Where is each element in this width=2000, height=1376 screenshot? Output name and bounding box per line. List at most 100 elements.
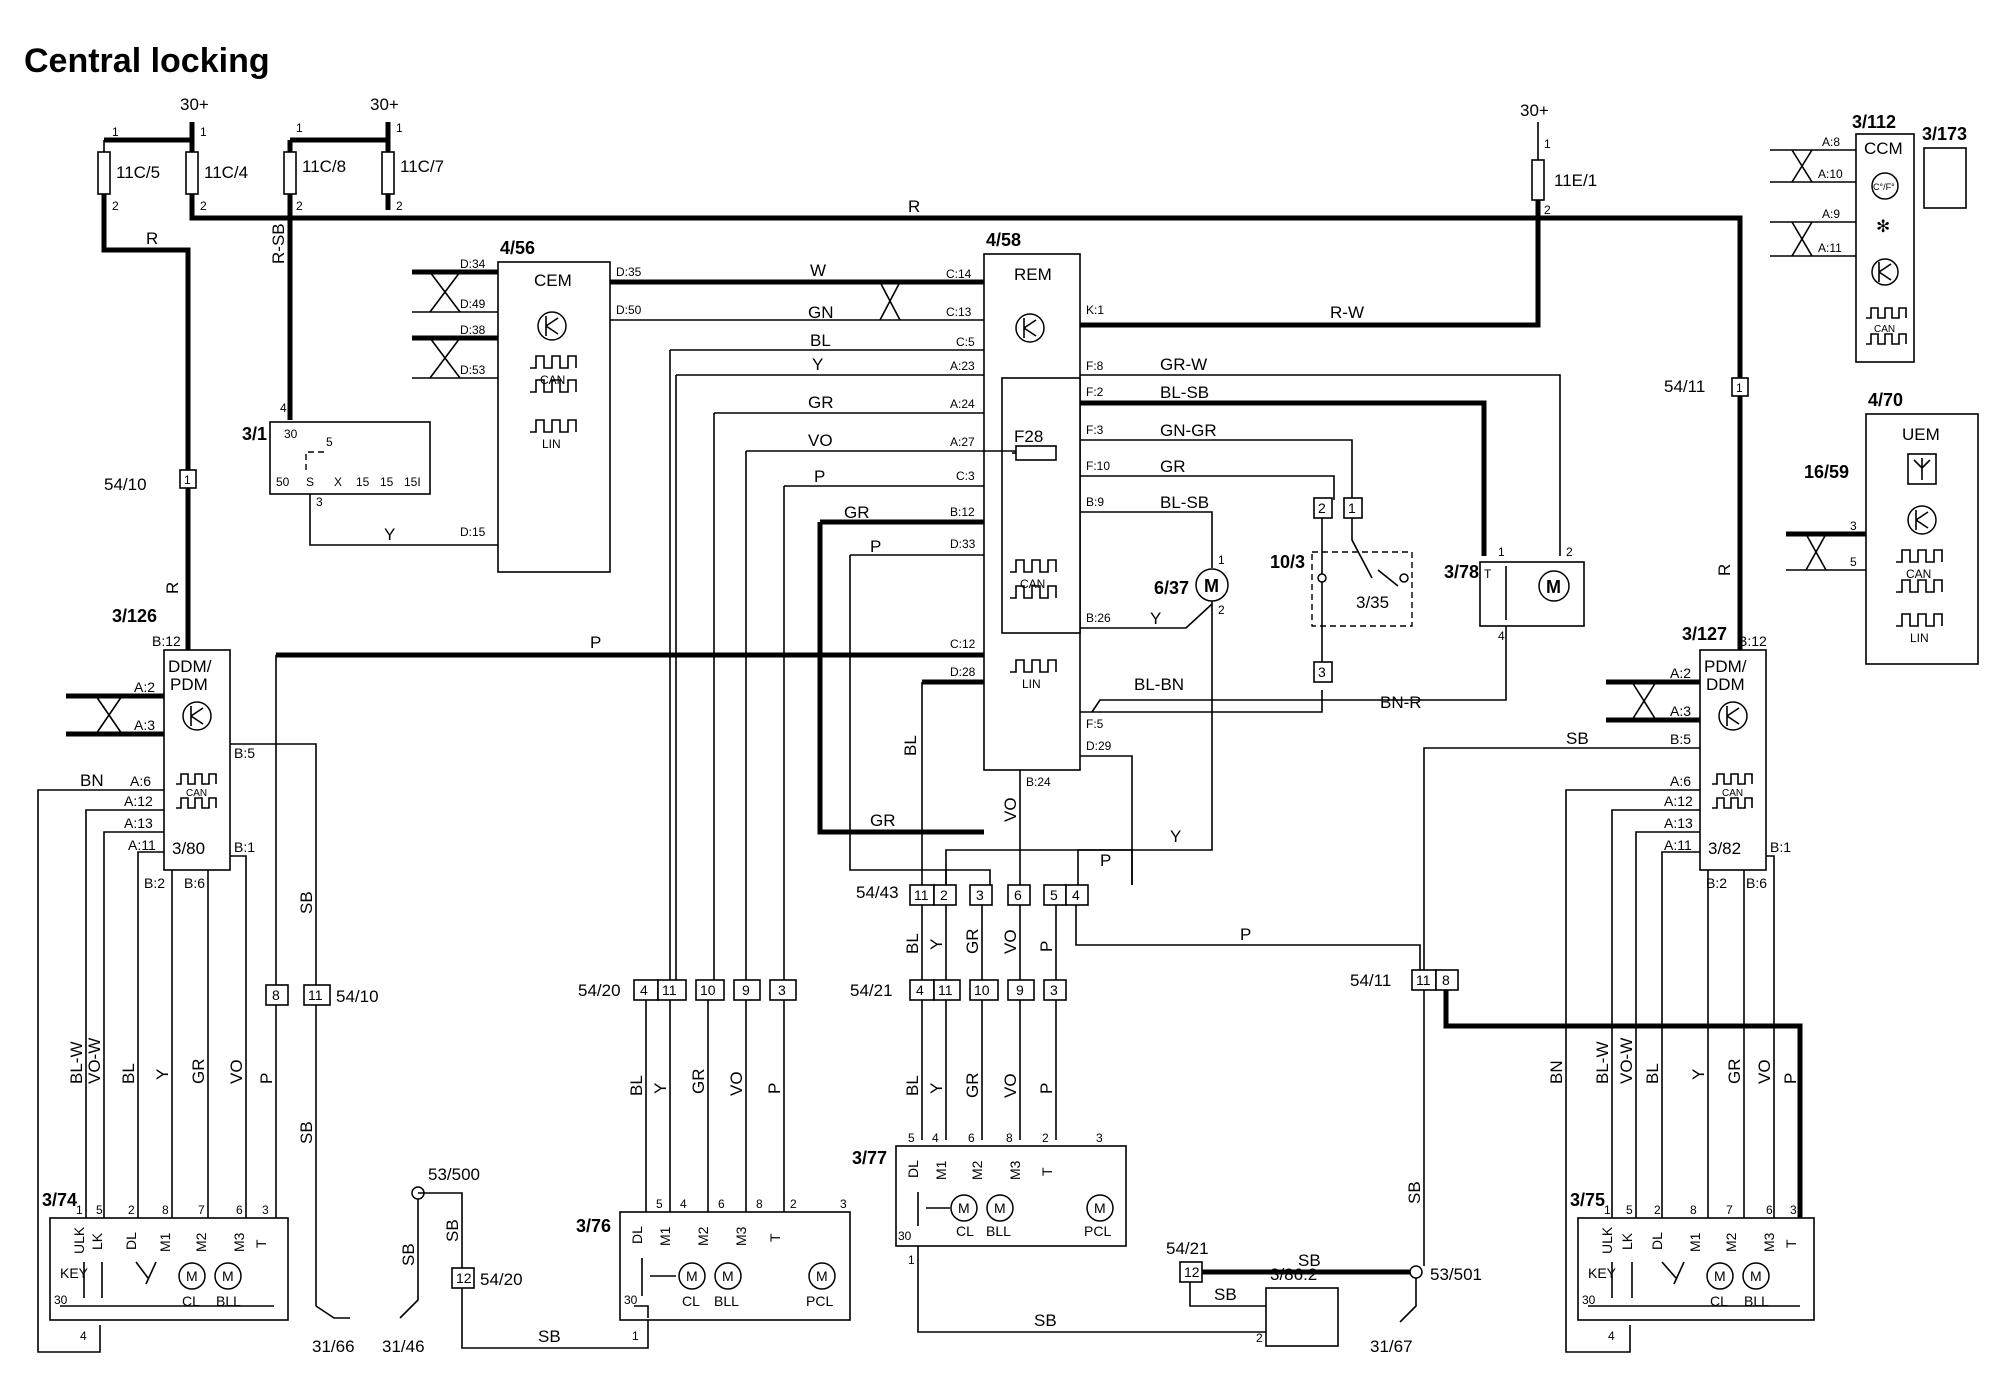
motor-icon [1706,1262,1734,1290]
wire-label-bl: BL [901,735,920,756]
pin-label: 1 [76,1203,83,1217]
pin-label: B:12 [1738,633,1767,649]
pin-label: 30 [284,427,298,441]
wire-label-y: Y [1150,609,1161,628]
pin-label: X [334,475,342,489]
can-wave-icon [1712,773,1753,785]
wire-bl-w-left [85,809,164,1218]
wire-label-r-vertical: R [163,582,182,594]
lin-label: LIN [542,437,561,451]
twisted-pair-icon [879,281,901,321]
connector-label-16-59: 16/59 [1804,462,1849,482]
wire-label-vo: VO [808,431,833,450]
wire-label-y: Y [1689,1069,1708,1080]
switch-symbol [641,1258,676,1296]
connector-pin: 9 [1016,982,1024,998]
wire-label-bl: BL [810,331,831,350]
lock-bll-label: BLL [216,1293,241,1309]
pin-label: D:35 [616,265,642,279]
fuse-f28 [1015,445,1057,461]
wire-r-main-bus [189,194,1743,378]
lock-bll-label: BLL [986,1223,1011,1239]
connector-pin: 11 [1416,972,1431,988]
motor-icon [178,1262,206,1290]
pdm-right-box [1699,649,1767,871]
door-lock-3-75: 3/75 1 5 2 8 7 6 3 ULK LK DL M1 M2 M3 T … [1570,1190,1815,1343]
wire-label-y: Y [812,355,823,374]
connector-54-10-pin11 [303,984,331,1006]
connector-pin: 5 [1050,887,1058,903]
wire-label-y: Y [1170,827,1181,846]
wire-label-sb: SB [297,891,316,914]
module-ccm: 3/112 3/173 CCM C°/F° ✻ CAN A:8 A:10 A:9… [1770,112,1967,363]
wire-label-bl: BL [903,933,922,954]
lock-pin-lk: LK [89,1232,105,1250]
pin-label: 4 [80,1329,87,1343]
connector-pin: 4 [916,982,924,998]
wire-label-gr: GR [1725,1059,1744,1085]
pin-label: D:29 [1086,739,1112,753]
connector-label-3-80: 3/80 [172,839,205,858]
rem-inner-box [1001,377,1081,634]
pin-label: 3 [316,495,323,509]
connector-pin: 1 [1736,381,1743,395]
transistor-icon [1726,706,1740,726]
wire-label-bl-w: BL-W [67,1042,86,1085]
pin-label: C:12 [950,637,976,651]
ignition-switch-3-1: 3/1 4 30 5 50 S X 15 15 15I 3 [242,401,431,509]
lock-pin-m1: M1 [933,1160,949,1180]
connector-pin: 3 [1050,982,1058,998]
connector-pin: 10 [974,982,990,998]
pin-label: B:1 [234,839,255,855]
lock-pin-m1: M1 [1687,1232,1703,1252]
lock-bll-label: BLL [714,1293,739,1309]
connector-label-54-10-top: 54/10 [104,475,147,494]
wire-label-bl-bn: BL-BN [1134,675,1184,694]
connector-label-3-35: 3/35 [1356,593,1389,612]
wire-r-w-rem [1080,200,1541,328]
pin-label: C:13 [946,305,972,319]
motor-symbol: M [816,1268,828,1284]
wire-y-b26 [1080,603,1213,629]
wire-bn-r [1091,626,1507,713]
pin-label: 6 [718,1197,725,1211]
module-ddm-left: 3/126 B:12 DDM/ PDM CAN 3/80 A:2 A:3 A:6… [66,606,255,891]
pin-label: 2 [1042,1131,1049,1145]
pin-label: A:3 [1670,703,1691,719]
fuse-label-11c5: 11C/5 [116,163,160,182]
connector-label-31-46: 31/46 [382,1337,425,1356]
motor-symbol: M [186,1268,198,1284]
connector-label-3-82: 3/82 [1708,839,1741,858]
wire-label-sb: SB [443,1219,462,1242]
connector-label-6-37: 6/37 [1154,578,1189,598]
connector-pin: 9 [742,982,750,998]
lock-pcl-label: PCL [806,1293,833,1309]
motor-icon [986,1194,1014,1222]
pin-label: K:1 [1086,303,1104,317]
pin-label: 4 [1498,629,1505,643]
pin-box [1007,979,1035,1001]
wire-r-left [101,194,191,470]
transistor-icon [1907,505,1937,535]
pin-box [969,884,993,906]
motor-icon [950,1194,978,1222]
connector-label-3-173: 3/173 [1922,124,1967,144]
connector-label-3-74: 3/74 [42,1190,77,1210]
can-wave-icon [1866,307,1907,319]
connector-pin: 11 [938,982,953,998]
connector-label-4-70: 4/70 [1868,390,1903,410]
wire-label-bl: BL [627,1075,646,1096]
lin-label: LIN [1910,631,1929,645]
wire-label-r-left: R [146,229,158,248]
wire-bl-bn [1080,690,1323,713]
pin-label: B:26 [1086,611,1111,625]
lock-cl-label: CL [956,1223,974,1239]
wire-sb-bottom [461,1288,649,1349]
connector-label-10-3: 10/3 [1270,552,1305,572]
wire-label-gr: GR [808,393,834,412]
switch-symbol [305,451,324,470]
cem-box [497,261,611,573]
pin-label: 5 [656,1197,663,1211]
pin-label: 2 [128,1203,135,1217]
pin-label: A:2 [134,679,155,695]
